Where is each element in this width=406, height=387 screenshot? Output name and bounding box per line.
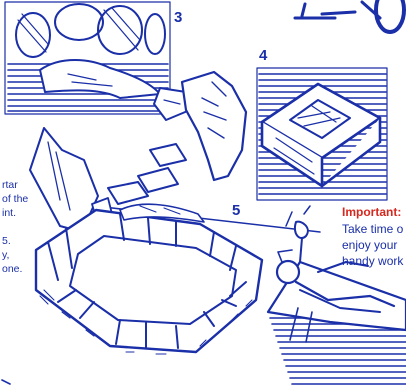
step-3-scene bbox=[5, 2, 170, 114]
text-fragment: of the bbox=[2, 192, 28, 206]
text-fragment: int. bbox=[2, 206, 16, 220]
step-number-5: 5 bbox=[232, 203, 240, 218]
hand-tool-sketch bbox=[182, 72, 246, 180]
important-line: handy work bbox=[342, 254, 403, 268]
text-fragment: 5. bbox=[2, 234, 11, 248]
step-number-4: 4 bbox=[259, 48, 267, 63]
top-right-sketch bbox=[295, 0, 404, 32]
important-line: enjoy your bbox=[342, 238, 397, 252]
text-fragment: one. bbox=[2, 262, 22, 276]
step-5-wall bbox=[30, 128, 320, 354]
text-fragment: y, bbox=[2, 248, 9, 262]
text-fragment: rtar bbox=[2, 178, 18, 192]
important-heading: Important: bbox=[342, 205, 401, 219]
important-line: Take time o bbox=[342, 222, 403, 236]
step-4-brick bbox=[257, 68, 387, 200]
relaxing-person bbox=[268, 250, 406, 384]
step-number-3: 3 bbox=[174, 10, 182, 25]
